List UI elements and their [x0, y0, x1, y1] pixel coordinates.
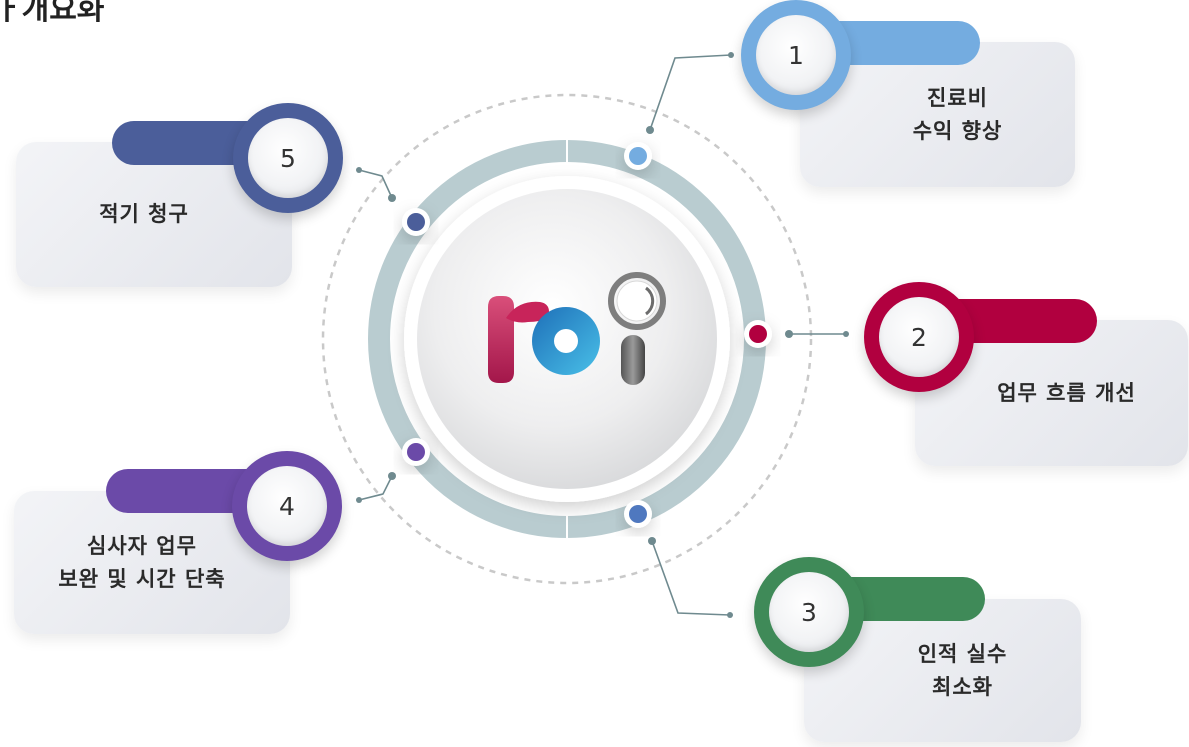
- ring-dot-3: [629, 505, 647, 523]
- ring-dot-5: [407, 213, 425, 231]
- badge-4-number: 4: [247, 466, 327, 546]
- ring-dots: [402, 142, 772, 528]
- badge-2: 2: [864, 282, 974, 392]
- card-4-label: 심사자 업무 보완 및 시간 단축: [58, 533, 226, 591]
- card-1-label: 진료비 수익 향상: [912, 85, 1003, 143]
- connector-lines: [358, 54, 846, 616]
- badge-5-number: 5: [248, 118, 328, 198]
- ring-dot-1: [629, 147, 647, 165]
- card-5-label: 적기 청구: [99, 202, 189, 226]
- card-2-label: 업무 흐름 개선: [997, 380, 1136, 405]
- badge-3-number: 3: [769, 572, 849, 652]
- ring-dot-2: [749, 325, 767, 343]
- ring-dot-4: [407, 443, 425, 461]
- dashed-ring: [321, 93, 813, 585]
- badge-1-number: 1: [756, 15, 836, 95]
- page-title: ㅏ개요화: [0, 0, 105, 27]
- badge-2-number: 2: [879, 297, 959, 377]
- badge-3: 3: [754, 557, 864, 667]
- card-3-label: 인적 실수 최소화: [917, 641, 1008, 699]
- badge-4: 4: [232, 451, 342, 561]
- badge-1: 1: [741, 0, 851, 110]
- badge-5: 5: [233, 103, 343, 213]
- connector-endpoints: [356, 52, 849, 618]
- roi-logo: [488, 272, 666, 385]
